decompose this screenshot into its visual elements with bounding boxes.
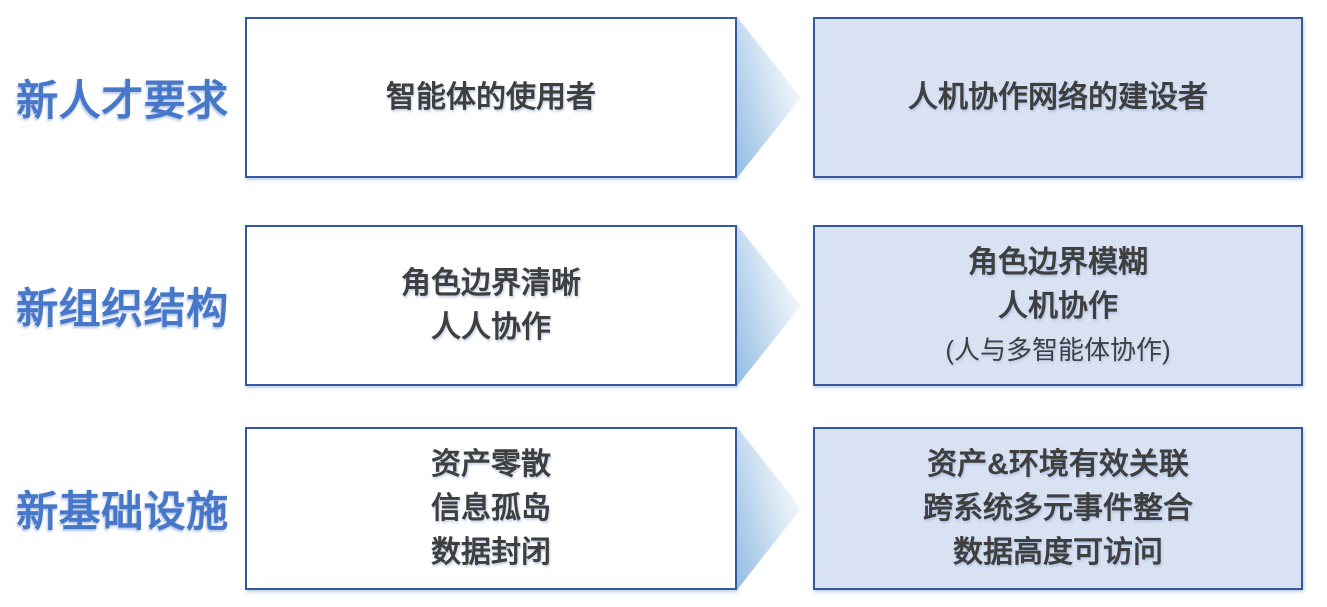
row-organization: 新组织结构 角色边界清晰 人人协作 角色边界模糊 人机协作 (人与多智能体协作) xyxy=(0,225,1327,386)
after-box-note: (人与多智能体协作) xyxy=(945,334,1171,365)
before-box-infrastructure: 资产零散 信息孤岛 数据封闭 xyxy=(245,427,737,590)
before-box-text: 资产零散 xyxy=(431,447,551,481)
before-box-organization: 角色边界清晰 人人协作 xyxy=(245,225,737,386)
after-box-infrastructure: 资产&环境有效关联 跨系统多元事件整合 数据高度可访问 xyxy=(813,427,1303,590)
row-talent: 新人才要求 智能体的使用者 人机协作网络的建设者 xyxy=(0,17,1327,178)
row-label-infrastructure: 新基础设施 xyxy=(16,488,229,535)
row-label-organization: 新组织结构 xyxy=(16,285,229,332)
before-box-text: 角色边界清晰 xyxy=(401,266,581,300)
before-box-text: 数据封闭 xyxy=(431,535,551,569)
after-box-talent: 人机协作网络的建设者 xyxy=(813,17,1303,178)
transition-arrow-icon xyxy=(737,17,801,178)
row-infrastructure: 新基础设施 资产零散 信息孤岛 数据封闭 资产&环境有效关联 跨系统多元事件整合… xyxy=(0,427,1327,590)
after-box-organization: 角色边界模糊 人机协作 (人与多智能体协作) xyxy=(813,225,1303,386)
after-box-text: 人机协作网络的建设者 xyxy=(908,80,1208,114)
after-box-text: 数据高度可访问 xyxy=(953,535,1163,569)
before-box-text: 智能体的使用者 xyxy=(386,80,596,114)
before-box-text: 人人协作 xyxy=(431,310,551,344)
after-box-text: 资产&环境有效关联 xyxy=(927,447,1189,481)
after-box-text: 人机协作 xyxy=(998,289,1118,323)
row-label-talent: 新人才要求 xyxy=(16,77,229,124)
after-box-text: 角色边界模糊 xyxy=(968,245,1148,279)
transition-arrow-icon xyxy=(737,427,801,590)
after-box-text: 跨系统多元事件整合 xyxy=(923,491,1193,525)
before-box-text: 信息孤岛 xyxy=(431,491,551,525)
before-box-talent: 智能体的使用者 xyxy=(245,17,737,178)
transition-arrow-icon xyxy=(737,225,801,386)
